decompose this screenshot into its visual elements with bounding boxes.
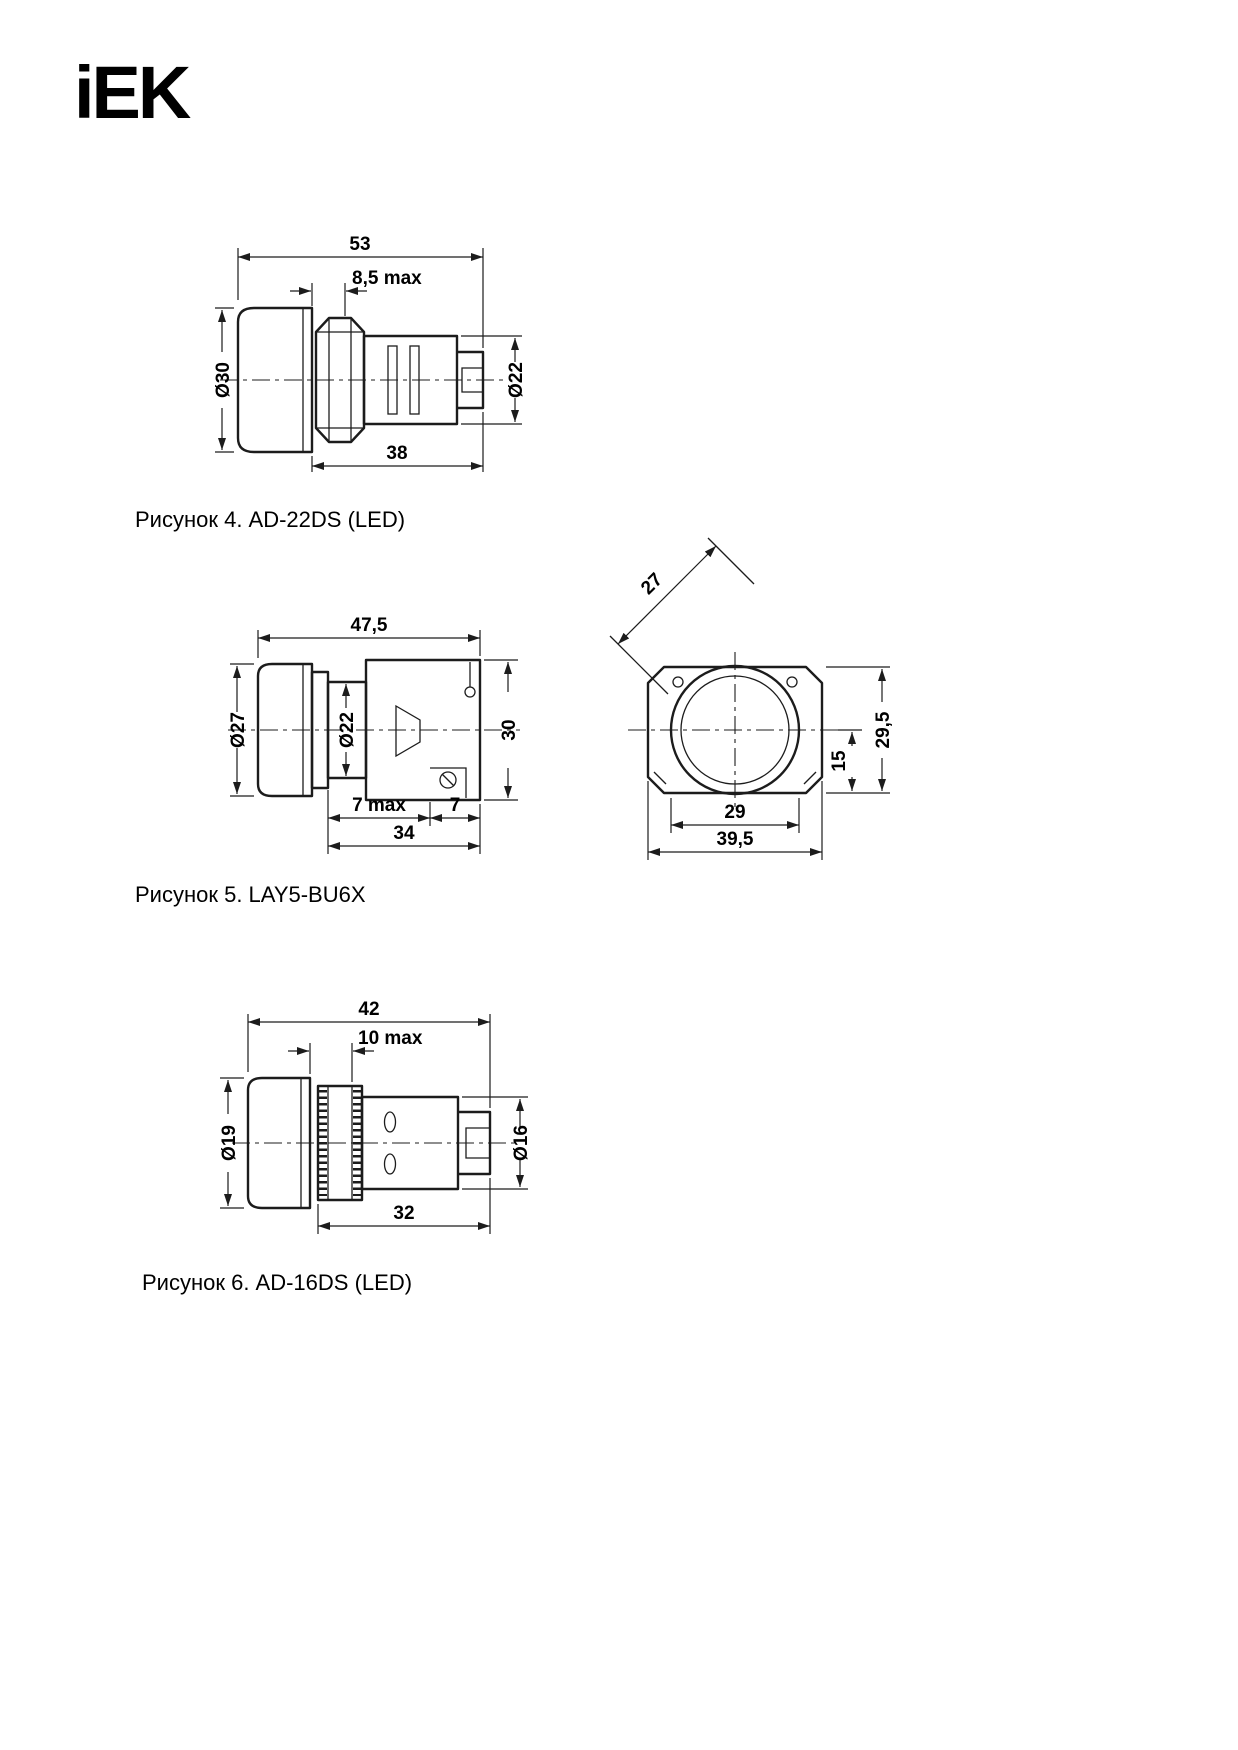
- figure5-dim-total-height: 29,5: [826, 666, 894, 794]
- fig6-dim-42: 42: [358, 999, 379, 1020]
- figure6-dim-body-diameter: Ø16: [462, 1096, 532, 1190]
- figure5-dim-cap-diameter: Ø27: [228, 663, 254, 797]
- figure5-caption: Рисунок 5. LAY5-BU6X: [135, 882, 366, 907]
- figure5-dim-half-height: 15: [829, 729, 862, 791]
- figure6-lens: [246, 1076, 312, 1210]
- figure4-dim-front-diameter: Ø30: [213, 307, 234, 453]
- iek-logo: iEK: [74, 51, 191, 134]
- figure5-dim-total-width: 39,5: [647, 781, 823, 860]
- figure5-flange: [646, 665, 824, 795]
- fig4-dim-38: 38: [386, 443, 407, 464]
- figure4-nut: [314, 316, 366, 444]
- fig5-dim-39-5: 39,5: [717, 829, 754, 850]
- figure6-dim-front-diameter: Ø19: [219, 1077, 244, 1209]
- figure4-lens: [236, 306, 314, 454]
- fig5-dim-47-5: 47,5: [351, 615, 388, 636]
- figure4-dim-total-length: 53: [237, 234, 484, 348]
- fig4-dim-d22: Ø22: [506, 362, 527, 398]
- figure6-dim-rear-length: 32: [317, 1178, 491, 1234]
- figure5-front-view: 27 29,5 15 29 39,5: [609, 537, 894, 860]
- figure4: 53 8,5 max Ø30 Ø22 38 Рисунок 4. AD-22DS…: [135, 234, 527, 532]
- figure5-body: [364, 658, 482, 802]
- fig5-dim-d27: Ø27: [228, 712, 249, 748]
- fig5-dim-29-5: 29,5: [873, 711, 894, 748]
- fig5-dim-29: 29: [724, 802, 745, 823]
- figure4-dim-panel-thickness: 8,5 max: [290, 268, 422, 316]
- fig5-dim-7: 7: [450, 795, 461, 816]
- figure4-caption: Рисунок 4. AD-22DS (LED): [135, 507, 405, 532]
- fig6-dim-d19: Ø19: [219, 1125, 240, 1161]
- fig5-dim-15: 15: [829, 750, 850, 772]
- fig6-dim-d16: Ø16: [511, 1125, 532, 1161]
- fig5-dim-d22: Ø22: [337, 712, 358, 748]
- fig5-dim-27: 27: [637, 569, 667, 599]
- figure5-dim-bottom: 7 max 7 34: [327, 790, 481, 854]
- figure4-body: [362, 334, 485, 426]
- fig6-dim-32: 32: [393, 1203, 414, 1224]
- figure6-dim-total-length: 42: [247, 999, 491, 1108]
- figure5-dim-total-length: 47,5: [257, 615, 481, 658]
- fig4-dim-53: 53: [349, 234, 370, 255]
- fig5-dim-34: 34: [393, 823, 415, 844]
- figure5-dim-hole-width: 29: [670, 798, 800, 833]
- figure5-cap: [256, 662, 314, 798]
- fig4-dim-8-5-max: 8,5 max: [352, 268, 422, 289]
- figure6-body: [360, 1095, 492, 1191]
- figure5-dim-bezel-flat: 27: [609, 537, 755, 695]
- figure5-dim-body-height: 30: [484, 659, 520, 801]
- figure6-dim-panel-thickness: 10 max: [288, 1028, 423, 1082]
- fig5-dim-30: 30: [499, 719, 520, 740]
- figure4-dim-rear-length: 38: [311, 412, 484, 472]
- fig5-dim-7-max: 7 max: [352, 795, 406, 816]
- figure4-dim-body-diameter: Ø22: [461, 335, 527, 425]
- fig6-dim-10-max: 10 max: [358, 1028, 423, 1049]
- figure5-side-view: 47,5 Ø27 Ø22 30 7 max 7 34 Рисунок 5. LA…: [135, 615, 520, 907]
- figure5-dim-thread-diameter: Ø22: [337, 684, 358, 776]
- fig4-dim-d30: Ø30: [213, 362, 234, 398]
- figure6: 42 10 max Ø19 Ø16 32 Рисунок 6. AD-16DS …: [142, 999, 532, 1295]
- figure6-caption: Рисунок 6. AD-16DS (LED): [142, 1270, 412, 1295]
